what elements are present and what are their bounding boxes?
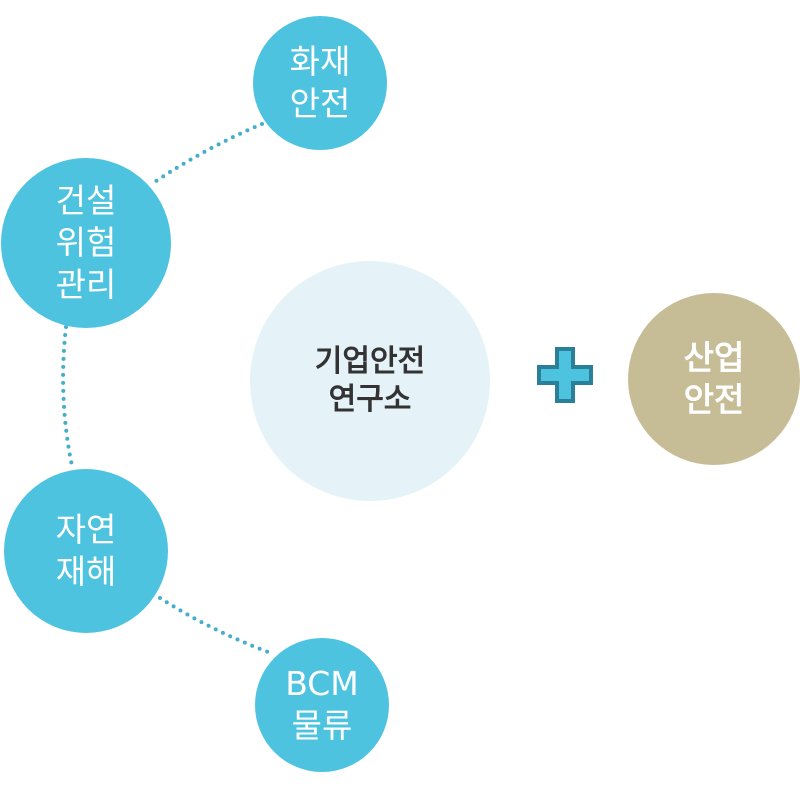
center-institute: 기업안전 연구소 (250, 261, 490, 501)
connector-disaster-bcm (158, 596, 270, 654)
node-label: 자연 (55, 509, 117, 549)
center-label: 기업안전 (314, 343, 426, 379)
node-label: 안전 (683, 380, 745, 419)
node-label: 재해 (55, 552, 117, 591)
node-label: BCM (285, 663, 359, 703)
node-construction-risk: 건설 위험 관리 (1, 158, 171, 328)
node-industrial-safety: 산업 안전 (628, 293, 800, 465)
center-label: 연구소 (328, 382, 412, 417)
connector-fire-construction (148, 122, 264, 187)
node-label: 위험 (55, 222, 117, 262)
node-label: 건설 (55, 180, 117, 220)
node-label: 물류 (291, 706, 353, 745)
node-label: 안전 (289, 84, 351, 123)
node-label: 관리 (55, 265, 117, 305)
plus-icon (537, 347, 593, 403)
node-bcm-logistics: BCM 물류 (255, 638, 389, 772)
node-natural-disaster: 자연 재해 (4, 469, 168, 633)
node-label: 산업 (683, 337, 745, 377)
node-fire-safety: 화재 안전 (253, 16, 387, 150)
node-label: 화재 (289, 41, 351, 81)
connector-construction-disaster (61, 325, 74, 468)
